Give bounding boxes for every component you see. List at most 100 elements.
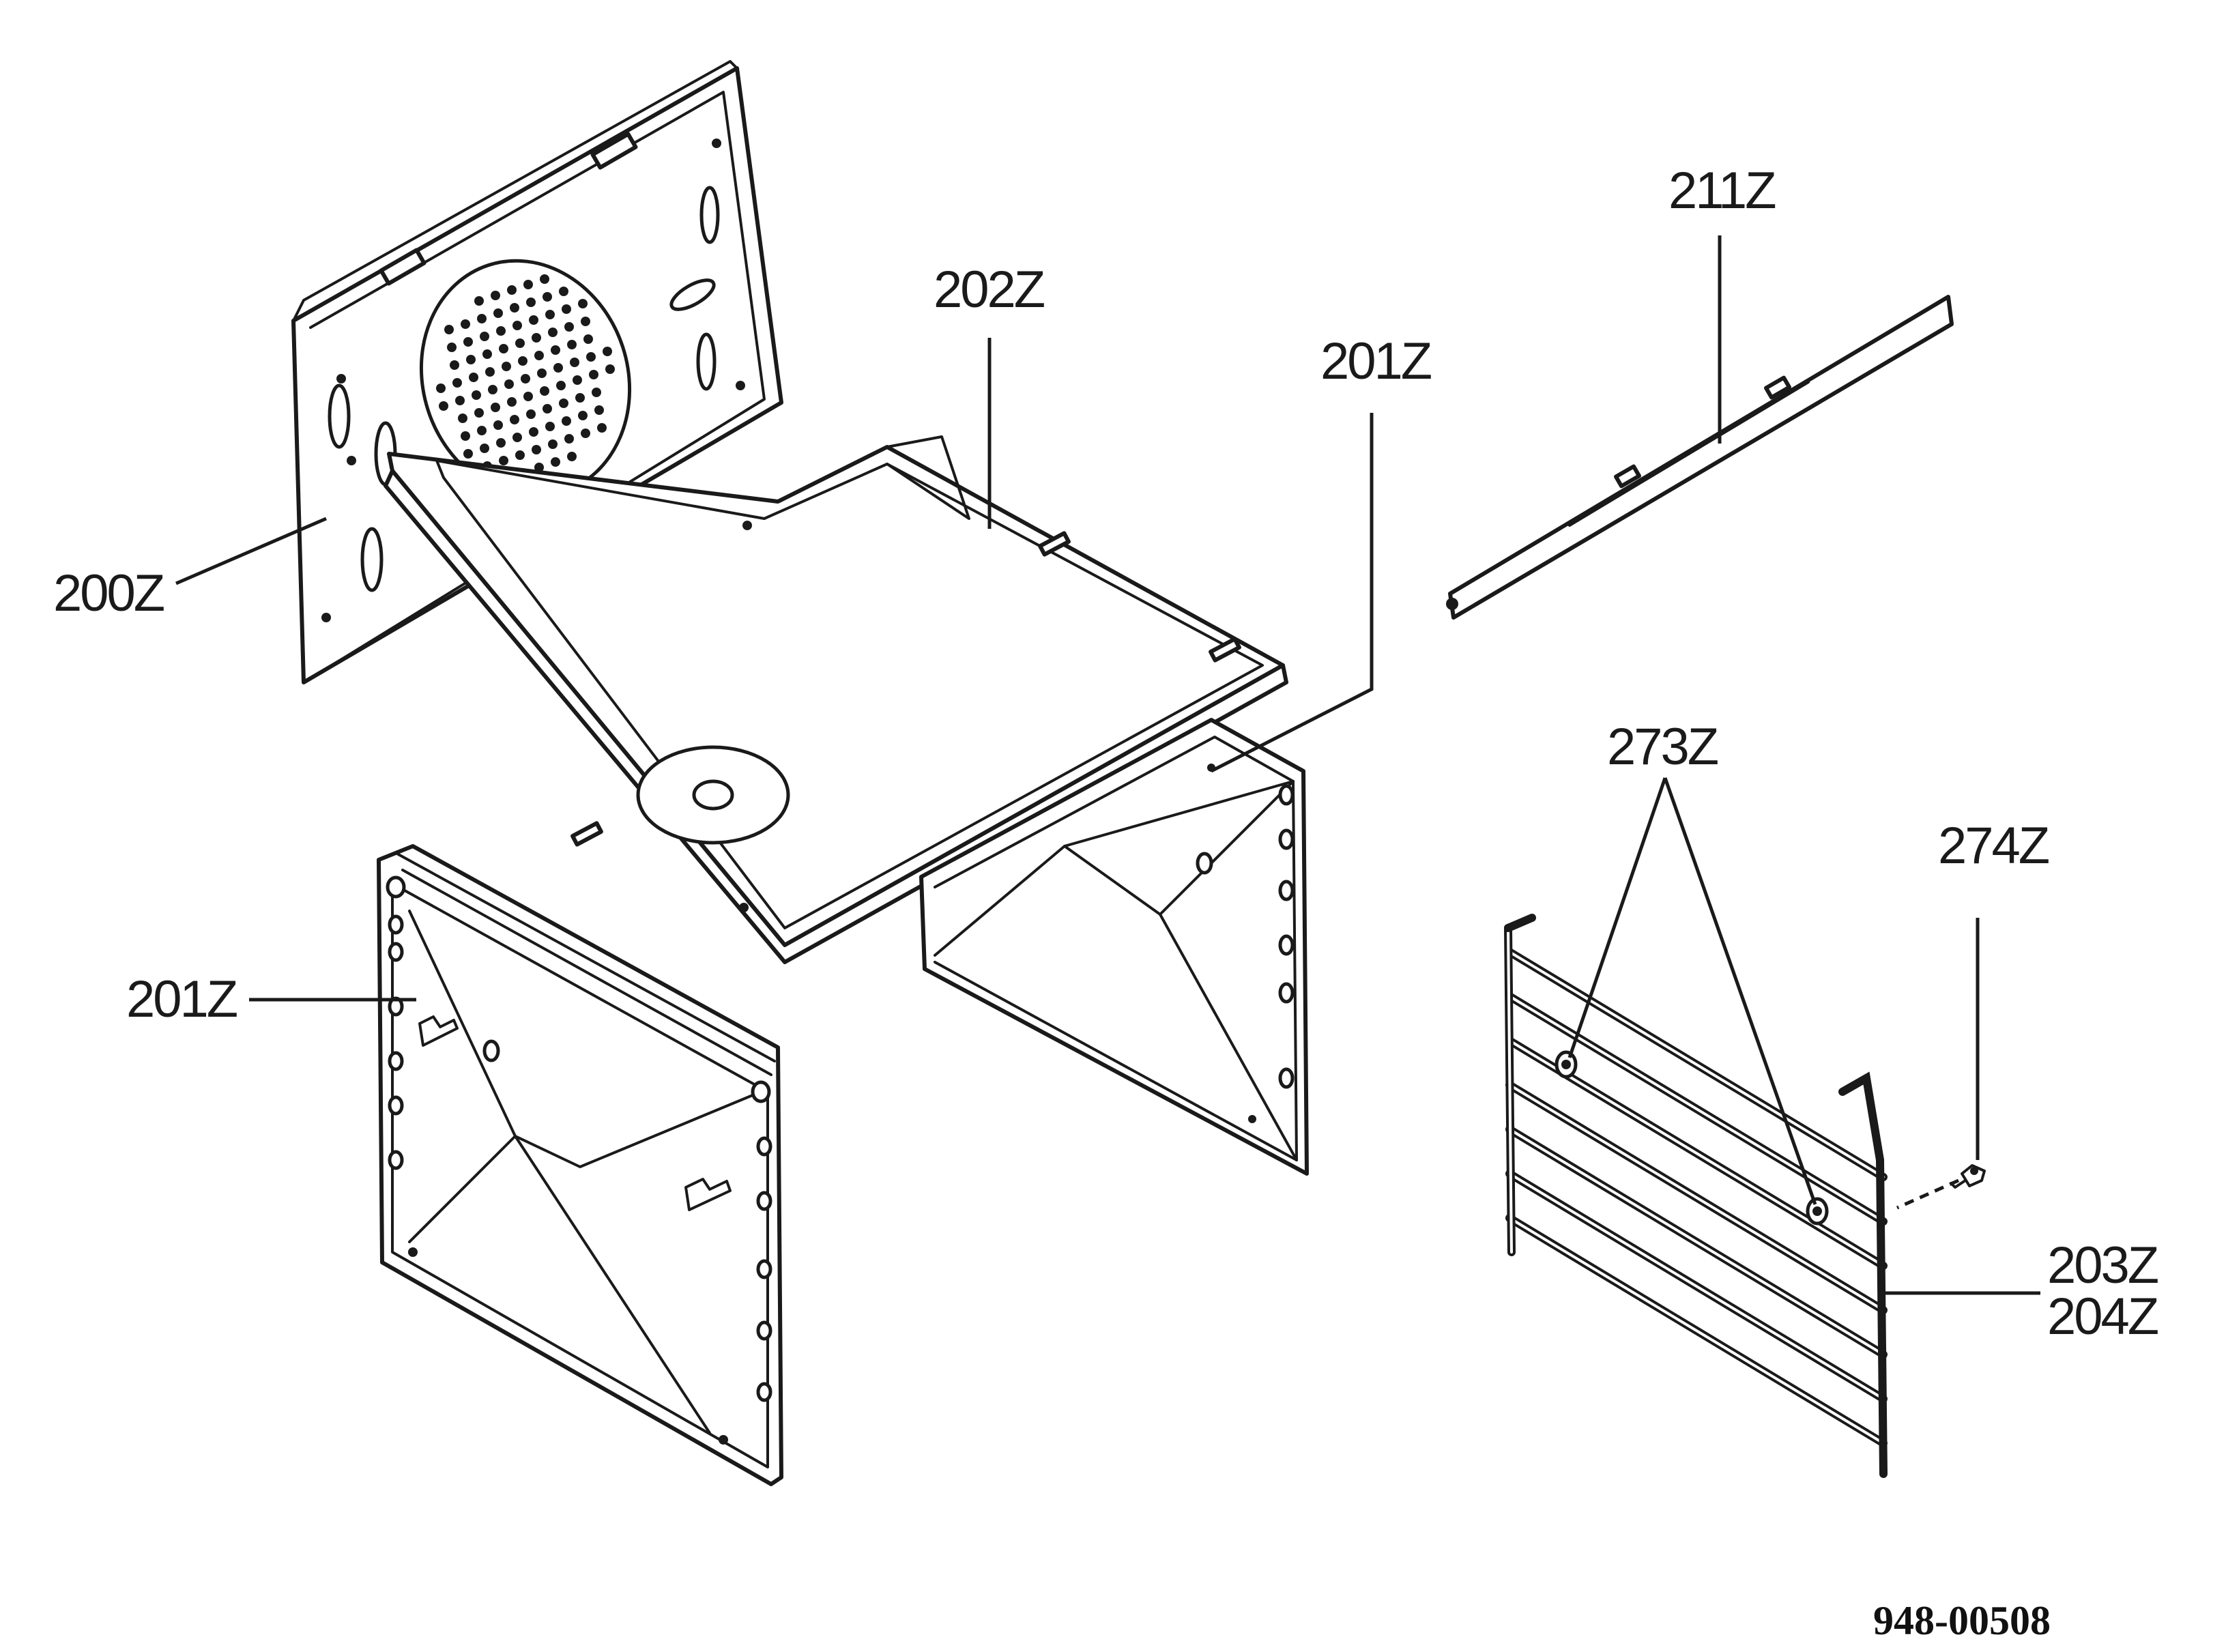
rack-wire-highlight (1508, 1128, 1885, 1356)
label-211z: 211Z (1668, 162, 1776, 220)
grille-hole (502, 362, 511, 371)
grille-hole (534, 351, 544, 360)
grille-hole (463, 337, 473, 347)
grille-hole (512, 433, 522, 442)
grille-hole (567, 452, 577, 461)
grille-hole (507, 285, 517, 295)
grille-hole (603, 347, 612, 356)
grille-hole (452, 378, 462, 388)
grille-hole (477, 314, 487, 323)
grille-hole (515, 450, 525, 460)
grille-hole (551, 345, 560, 355)
grille-hole (436, 383, 446, 393)
label-201z-top: 201Z (1320, 332, 1432, 390)
grille-hole (540, 386, 549, 396)
grille-hole (581, 317, 590, 326)
grille-hole (537, 368, 547, 378)
grille-hole (529, 315, 538, 325)
label-203z: 203Z (2047, 1236, 2158, 1294)
label-273z: 273Z (1607, 718, 1718, 776)
grille-hole (575, 393, 585, 403)
label-201z-left: 201Z (126, 970, 237, 1028)
grille-hole (597, 423, 607, 433)
grille-hole (458, 414, 467, 423)
grille-hole (540, 274, 549, 284)
grille-hole (564, 434, 574, 444)
grille-hole (472, 390, 481, 400)
grille-hole (545, 422, 555, 431)
grille-hole (605, 364, 615, 374)
grille-hole (586, 352, 596, 362)
grille-hole (510, 303, 519, 313)
grille-hole (491, 291, 500, 300)
rack-wire-highlight (1508, 995, 1885, 1223)
grille-hole (463, 449, 473, 459)
grille-hole (461, 319, 470, 329)
rack-frame (1504, 914, 1888, 1478)
grille-hole (592, 388, 601, 397)
rack-wire-highlight (1508, 1039, 1885, 1267)
grille-hole (543, 292, 552, 302)
grille-hole (450, 360, 459, 370)
grille-hole (521, 374, 530, 383)
grille-hole (518, 356, 527, 366)
grille-hole (455, 396, 465, 405)
grille-hole (526, 298, 536, 307)
grille-hole (551, 457, 560, 467)
grille-hole (485, 367, 495, 377)
grille-hole (562, 304, 571, 314)
grille-hole (466, 355, 476, 364)
grille-hole (548, 328, 558, 337)
rack-wire-highlight (1508, 1217, 1885, 1445)
grille-hole (589, 370, 598, 379)
wire-rack-203z-204z (1505, 948, 1888, 1447)
side-panel-201z-rear (919, 718, 1309, 1176)
grille-hole (578, 299, 588, 308)
grille-hole (534, 463, 544, 472)
rail-211z (1446, 295, 1954, 620)
grille-hole (523, 392, 533, 401)
rear-panel-200z (291, 60, 783, 684)
grille-hole (523, 280, 533, 289)
grille-hole (594, 405, 604, 415)
grille-hole (496, 438, 506, 448)
grille-hole (567, 340, 577, 349)
side-panel-201z-left (377, 844, 783, 1486)
grille-hole (496, 326, 506, 336)
grille-hole (480, 332, 489, 341)
grille-hole (491, 403, 500, 412)
grille-hole (469, 373, 478, 382)
grille-hole (581, 429, 590, 438)
grille-hole (532, 333, 541, 343)
grille-hole (559, 398, 568, 408)
rack-wire-highlight (1508, 1084, 1885, 1312)
screw-274z (1950, 1164, 1986, 1189)
grille-hole (543, 404, 552, 414)
grille-hole (499, 456, 508, 465)
ceiling-panel-202z (384, 435, 1288, 964)
grille-hole (444, 325, 454, 334)
grille-hole (493, 420, 503, 430)
grille-hole (482, 349, 492, 359)
grille-hole (507, 397, 517, 407)
grille-hole (545, 310, 555, 319)
grille-hole (480, 444, 489, 453)
grille-hole (562, 416, 571, 426)
grille-hole (548, 439, 558, 449)
grille-hole (515, 338, 525, 348)
label-200z: 200Z (53, 564, 164, 622)
grille-hole (532, 445, 541, 454)
grille-hole (488, 385, 497, 394)
grille-hole (474, 296, 484, 306)
grille-hole (447, 343, 457, 352)
grille-hole (493, 308, 503, 318)
grille-hole (583, 334, 593, 344)
rack-wire-highlight (1508, 1172, 1885, 1400)
grille-hole (439, 401, 448, 411)
label-204z: 204Z (2047, 1288, 2158, 1346)
grille-hole (553, 363, 563, 373)
grille-hole (512, 321, 522, 330)
grille-hole (510, 415, 519, 424)
grille-hole (559, 287, 568, 296)
callout-labels: 200Z 202Z 201Z 211Z 201Z 273Z 274Z 203Z … (53, 162, 2160, 1643)
